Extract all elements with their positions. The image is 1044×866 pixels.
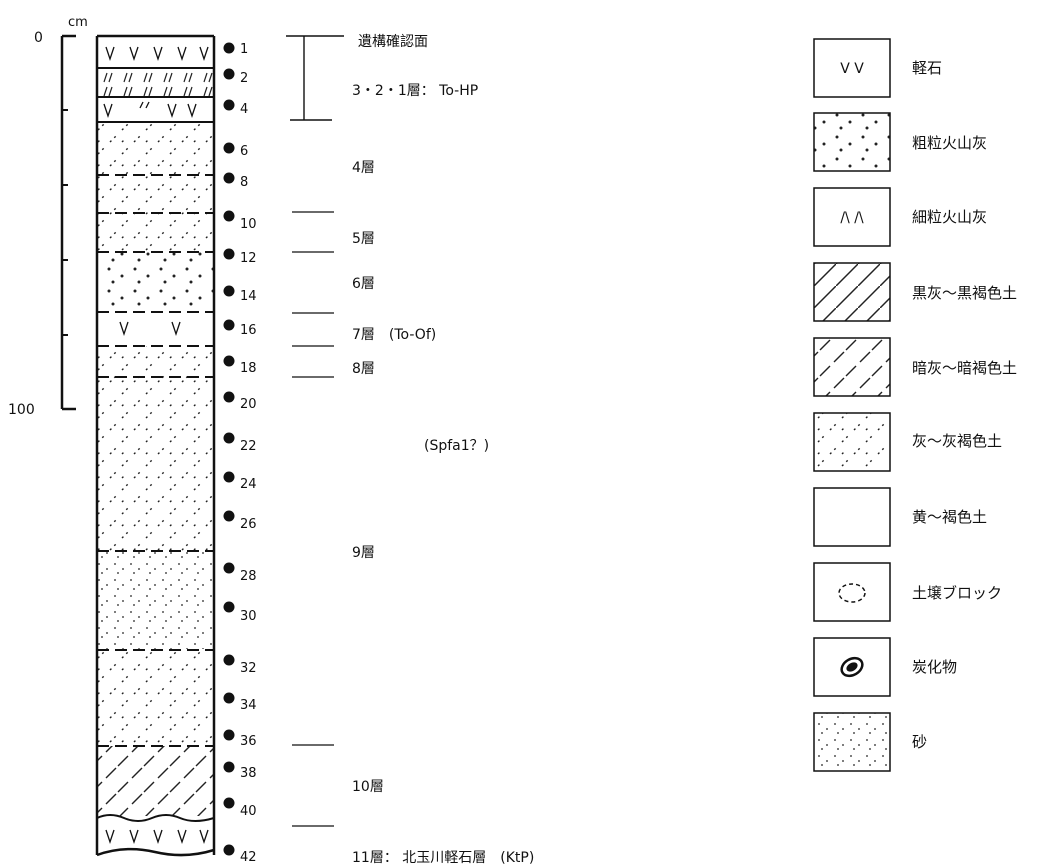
layer-4-5-fill: [97, 123, 214, 251]
legend-label: 灰～灰褐色土: [912, 432, 1002, 450]
label-layer-11: 11層： 北玉川軽石層 (KtP): [352, 850, 534, 866]
legend-item-coarse-ash: 粗粒火山灰: [813, 112, 987, 172]
layer-9-lower-fill: [97, 649, 214, 746]
depth-scale: cm 0 100: [8, 15, 88, 418]
sample-label: 24: [240, 477, 257, 492]
sample-label: 30: [240, 609, 257, 624]
strata-column: [95, 34, 216, 857]
sample-label: 14: [240, 289, 257, 304]
sample-label: 6: [240, 144, 248, 159]
label-layer-4: 4層: [352, 160, 375, 176]
legend-item-sand: 砂: [813, 712, 927, 772]
legend-label: 黄～褐色土: [912, 508, 987, 526]
sample-label: 18: [240, 361, 257, 376]
label-layer-9: 9層: [352, 545, 375, 561]
label-layer-7: 7層 (To-Of): [352, 327, 436, 343]
scale-top-label: 0: [34, 30, 43, 46]
legend-label: 軽石: [912, 59, 942, 77]
pumice-marks-top: [105, 46, 209, 62]
sample-label: 36: [240, 734, 257, 749]
soil-block-icon: [838, 583, 866, 603]
sample-label: 16: [240, 323, 257, 338]
sample-label: 8: [240, 175, 248, 190]
sample-label: 22: [240, 439, 257, 454]
legend-item-gray: 灰～灰褐色土: [813, 412, 1002, 472]
legend-item-black-gray: 黒灰～黒褐色土: [813, 262, 1017, 322]
sample-label: 12: [240, 251, 257, 266]
legend: V V 軽石 粗粒火山灰 /\ /\ 細粒火山灰 黒灰～黒褐色土 暗灰～暗褐色土…: [813, 38, 1017, 772]
scale-unit: cm: [68, 15, 88, 30]
sample-label: 32: [240, 661, 257, 676]
legend-label: 炭化物: [912, 658, 957, 676]
charcoal-icon: [840, 656, 864, 678]
sample-label: 34: [240, 698, 257, 713]
layer-10-fill: [97, 746, 214, 816]
label-layer-5: 5層: [352, 231, 375, 247]
legend-label: 暗灰～暗褐色土: [912, 359, 1017, 377]
legend-label: 粗粒火山灰: [912, 134, 987, 152]
legend-item-soil-block: 土壌ブロック: [813, 562, 1002, 622]
pumice-marks-layer7: [119, 321, 181, 337]
legend-label: 黒灰～黒褐色土: [912, 284, 1017, 302]
scale-bottom-label: 100: [8, 402, 35, 418]
sample-label: 38: [240, 766, 257, 781]
layer-9-sand-fill: [97, 551, 214, 649]
legend-item-charcoal: 炭化物: [813, 637, 957, 697]
label-layer-321: 3・2・1層： To-HP: [352, 83, 478, 99]
sample-label: 1: [240, 42, 248, 57]
legend-label: 砂: [912, 733, 927, 751]
legend-item-yellow: 黄～褐色土: [813, 487, 987, 547]
sample-label: 40: [240, 804, 257, 819]
legend-label: 細粒火山灰: [912, 208, 987, 226]
sample-points: 1 2 4 6 8 10 12 14 16 18 20 22 24 26 28 …: [223, 42, 257, 865]
sample-label: 26: [240, 517, 257, 532]
legend-item-dark-gray: 暗灰～暗褐色土: [813, 337, 1017, 397]
pumice-symbol: V V: [840, 61, 864, 77]
pumice-marks-layer11: [105, 829, 209, 845]
sample-label: 10: [240, 217, 257, 232]
sample-label: 42: [240, 850, 257, 865]
legend-item-pumice: V V 軽石: [813, 38, 942, 98]
label-layer-8: 8層: [352, 361, 375, 377]
legend-label: 土壌ブロック: [912, 584, 1002, 602]
fine-ash-symbol: /\ /\: [840, 210, 864, 226]
layer-8-9-fill: [97, 346, 214, 551]
label-spfa: (Spfa1？): [424, 438, 489, 454]
sample-label: 2: [240, 71, 248, 86]
layer-annotations: 遺構確認面 3・2・1層： To-HP 4層 5層 6層 7層 (To-Of) …: [286, 34, 534, 866]
label-surface: 遺構確認面: [358, 34, 428, 50]
label-layer-10: 10層: [352, 779, 384, 795]
label-layer-6: 6層: [352, 276, 375, 292]
sample-label: 4: [240, 102, 248, 117]
layer-6-fill: [97, 251, 214, 311]
sample-label: 20: [240, 397, 257, 412]
sample-label: 28: [240, 569, 257, 584]
legend-item-fine-ash: /\ /\ 細粒火山灰: [813, 187, 987, 247]
layer-2-fill: [97, 70, 214, 98]
pumice-marks-layer1: [103, 101, 197, 119]
